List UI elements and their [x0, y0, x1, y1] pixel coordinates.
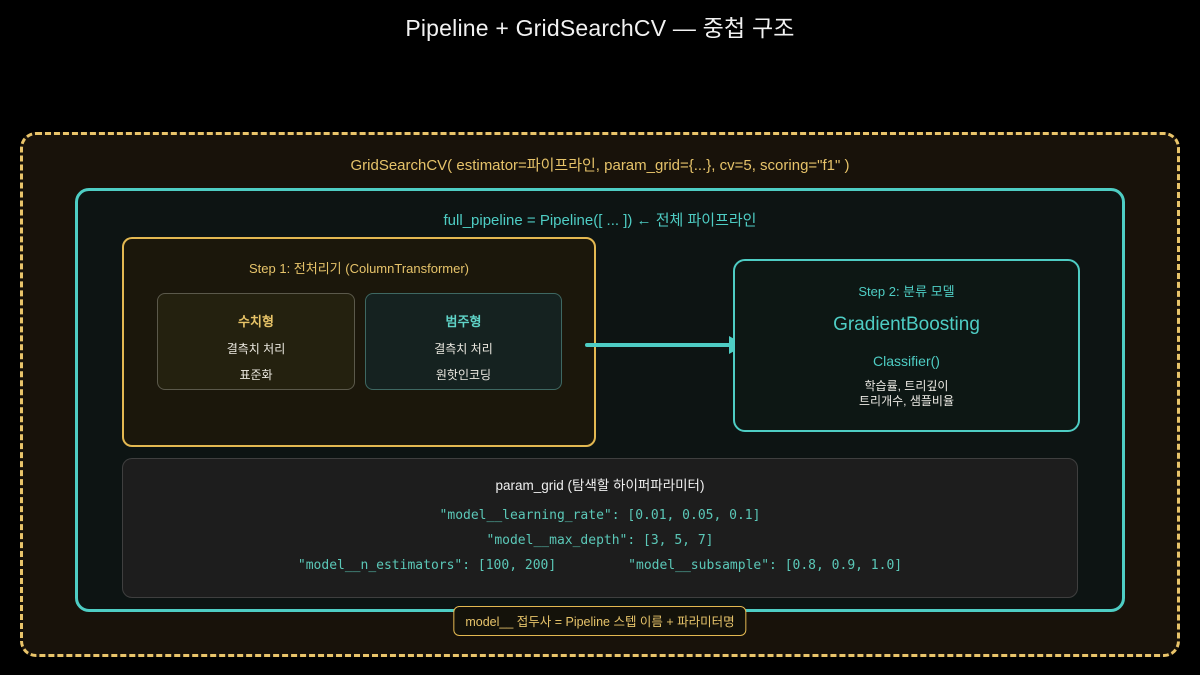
param-grid-max-depth: "model__max_depth": [3, 5, 7] — [486, 533, 714, 548]
param-grid-learning-rate: "model__learning_rate": [0.01, 0.05, 0.1… — [439, 508, 761, 523]
step2-params: 학습률, 트리깊이 트리개수, 샘플비율 — [859, 379, 954, 409]
step2-classifier: Classifier() — [873, 353, 940, 369]
categorical-features-box: 범주형 결측치 처리 원핫인코딩 — [365, 293, 562, 390]
step2-params-line2: 트리개수, 샘플비율 — [859, 394, 954, 408]
param-grid-subsample: "model__subsample": [0.8, 0.9, 1.0] — [628, 558, 903, 573]
step2-model-name: GradientBoosting — [833, 314, 980, 335]
gridsearchcv-label: GridSearchCV( estimator=파이프라인, param_gri… — [350, 157, 850, 174]
page-title: Pipeline + GridSearchCV — 중첩 구조 — [405, 15, 795, 41]
param-grid-box: param_grid (탐색할 하이퍼파라미터) "model__learnin… — [122, 458, 1078, 598]
param-grid-title: param_grid (탐색할 하이퍼파라미터) — [495, 478, 705, 493]
flow-arrow-line — [585, 343, 731, 347]
numeric-features-box: 수치형 결측치 처리 표준화 — [157, 293, 355, 390]
numeric-line-scaling: 표준화 — [239, 368, 273, 382]
step2-title: Step 2: 분류 모델 — [858, 284, 955, 299]
numeric-title: 수치형 — [238, 314, 274, 329]
step1-title: Step 1: 전처리기 (ColumnTransformer) — [248, 261, 470, 276]
numeric-line-missing: 결측치 처리 — [226, 342, 286, 356]
categorical-line-onehot: 원핫인코딩 — [435, 368, 492, 382]
categorical-title: 범주형 — [445, 314, 482, 329]
step2-params-line1: 학습률, 트리깊이 — [864, 379, 949, 393]
pipeline-label: full_pipeline = Pipeline([ ... ]) ← 전체 파… — [443, 212, 757, 229]
param-grid-n-estimators: "model__n_estimators": [100, 200] — [297, 558, 557, 573]
categorical-line-missing: 결측치 처리 — [434, 342, 493, 356]
step2-model-box: Step 2: 분류 모델 GradientBoosting Classifie… — [733, 259, 1080, 432]
prefix-note-badge: model__ 접두사 = Pipeline 스텝 이름 + 파라미터명 — [453, 606, 747, 636]
